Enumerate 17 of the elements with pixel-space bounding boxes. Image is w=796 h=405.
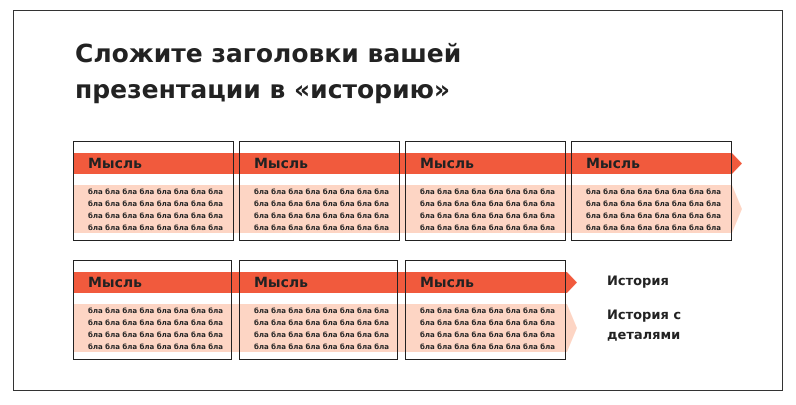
row-label: История с деталями xyxy=(607,307,682,345)
idea-card xyxy=(405,141,566,241)
card-heading: Мысль xyxy=(420,155,474,174)
card-heading: Мысль xyxy=(88,155,142,174)
slide-title: Сложите заголовки вашей презентации в «историю» xyxy=(75,38,462,106)
idea-card xyxy=(405,260,566,360)
row-label: История xyxy=(607,273,670,291)
idea-card xyxy=(73,141,234,241)
idea-card xyxy=(571,141,732,241)
card-heading: Мысль xyxy=(88,274,142,293)
card-heading: Мысль xyxy=(254,155,308,174)
idea-card xyxy=(73,260,232,360)
card-heading: Мысль xyxy=(586,155,640,174)
idea-card xyxy=(239,260,398,360)
card-heading: Мысль xyxy=(254,274,308,293)
card-heading: Мысль xyxy=(420,274,474,293)
idea-card xyxy=(239,141,400,241)
